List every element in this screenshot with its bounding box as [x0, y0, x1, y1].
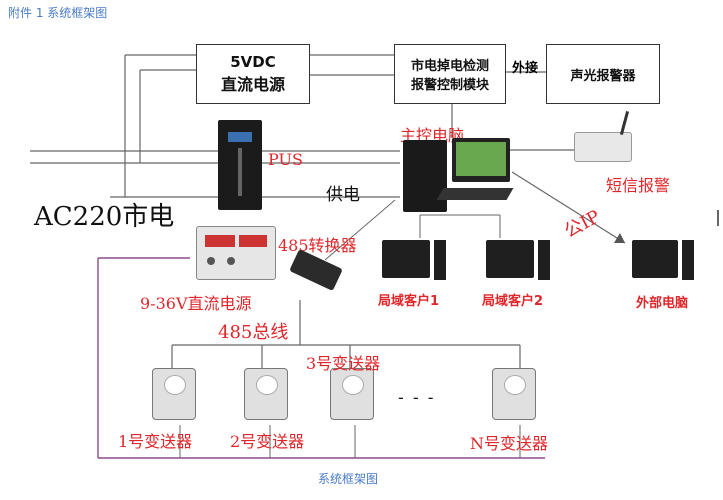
psu-9-36v-label: 9-36V直流电源: [140, 294, 252, 313]
external-pc-label: 外部电脑: [636, 296, 689, 311]
client1-label: 局域客户1: [378, 294, 440, 309]
dc-power-supply-icon: [196, 226, 276, 280]
diagram-caption: 系统框架图: [318, 472, 379, 486]
header-title: 附件 1 系统框架图: [8, 6, 108, 20]
keyboard-icon: [436, 188, 514, 200]
client2-label: 局域客户2: [482, 294, 544, 309]
external-pc-monitor-icon: [632, 240, 678, 278]
ellipsis-dots: - - -: [398, 388, 436, 407]
client1-monitor-icon: [382, 240, 430, 278]
host-tower-icon: [403, 140, 447, 212]
ups-icon: [218, 120, 262, 210]
client2-tower-icon: [538, 240, 550, 280]
external-label: 外接: [512, 61, 539, 76]
power-detect-module-box: 市电掉电检测 报警控制模块: [394, 44, 506, 104]
box-line2: 直流电源: [220, 75, 285, 94]
external-pc-tower-icon: [682, 240, 694, 280]
transmitter-2-label: 2号变送器: [230, 432, 305, 451]
transmitter-1-label: 1号变送器: [118, 432, 193, 451]
converter-label: 485转换器: [278, 236, 357, 255]
sms-label: 短信报警: [606, 176, 671, 195]
client1-tower-icon: [434, 240, 446, 280]
transmitter-3-label: 3号变送器: [306, 354, 381, 373]
transmitter-n-icon: [492, 368, 536, 420]
transmitter-2-icon: [244, 368, 288, 420]
transmitter-1-icon: [152, 368, 196, 420]
dc-power-5v-box: 5VDC 直流电源: [196, 44, 310, 104]
mains-label: AC220市电: [34, 202, 175, 232]
box-line1: 声光报警器: [570, 68, 636, 84]
transmitter-n-label: N号变送器: [470, 434, 549, 453]
box-line2: 报警控制模块: [410, 78, 489, 93]
client2-monitor-icon: [486, 240, 534, 278]
sms-modem-icon: [574, 111, 632, 162]
ups-label: PUS: [268, 150, 303, 169]
box-line1: 市电掉电检测: [410, 59, 489, 74]
box-line1: 5VDC: [230, 53, 276, 71]
transmitter-3-icon: [330, 368, 374, 420]
host-monitor-icon: [452, 138, 510, 182]
supply-label: 供电: [326, 185, 360, 205]
alarm-box: 声光报警器: [546, 44, 660, 104]
bus-label: 485总线: [218, 322, 289, 343]
